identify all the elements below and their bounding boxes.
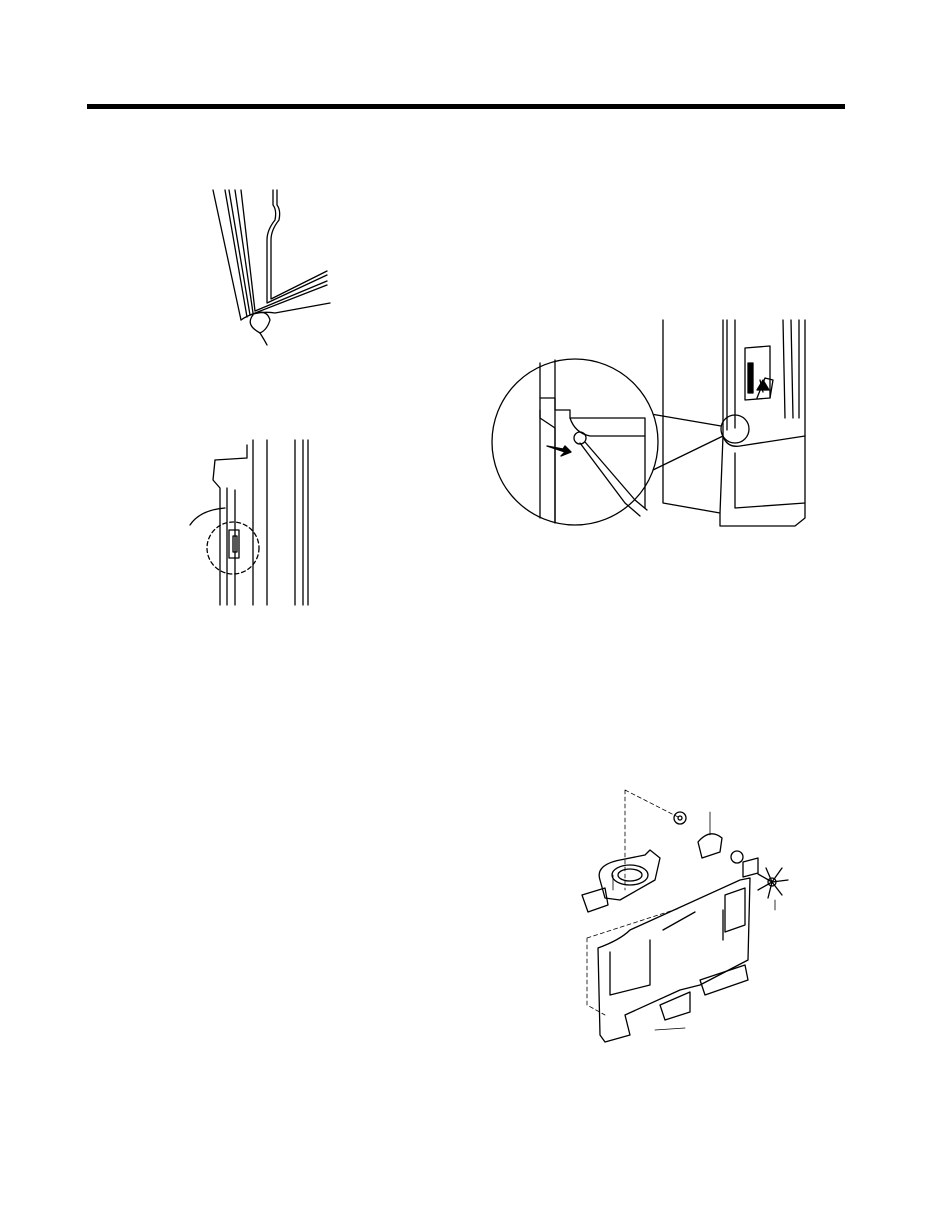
pliers-callout-illustration — [491, 319, 806, 527]
door-hinge-illustration — [212, 189, 331, 346]
header-rule — [87, 104, 845, 109]
dashed-circle-callout-illustration — [189, 439, 309, 606]
fan-icon — [757, 867, 789, 899]
exploded-parts-illustration — [581, 789, 789, 1043]
